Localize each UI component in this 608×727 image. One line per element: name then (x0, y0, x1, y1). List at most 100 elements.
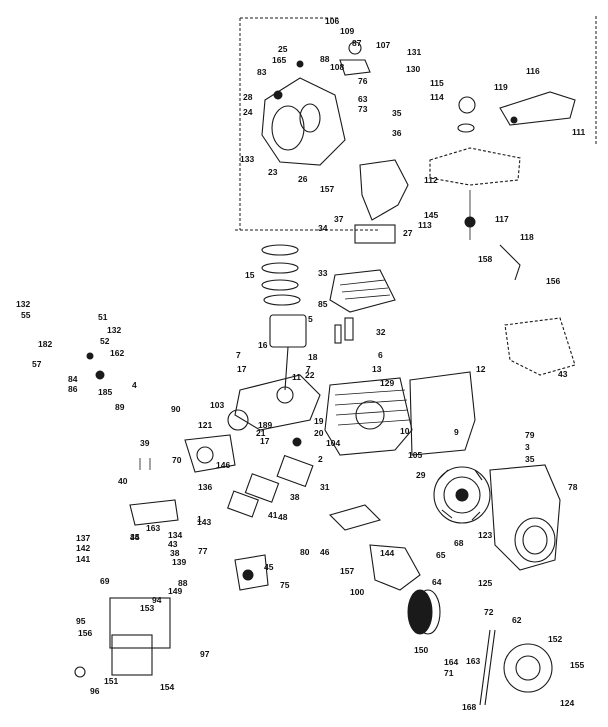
callout-number: 116 (526, 66, 540, 76)
callout-number: 80 (300, 547, 310, 557)
callout-number: 164 (444, 657, 458, 667)
flywheel-group (433, 466, 491, 524)
callout-number: 51 (98, 312, 108, 322)
callout-number: 77 (198, 546, 208, 556)
callout-number: 150 (414, 645, 428, 655)
callout-number: 144 (380, 548, 394, 558)
callout-number: 18 (308, 352, 318, 362)
callout-number: 40 (118, 476, 128, 486)
callout-number: 163 (146, 523, 160, 533)
callout-number: 89 (115, 402, 125, 412)
air-cleaner-group (429, 91, 576, 186)
callout-number: 168 (462, 702, 476, 712)
callout-number: 63 (358, 94, 368, 104)
callout-number: 115 (430, 78, 444, 88)
callout-number: 108 (330, 62, 344, 72)
callout-number: 7 (306, 364, 311, 374)
callout-number: 9 (454, 427, 459, 437)
callout-number: 55 (21, 310, 31, 320)
carburetor-group (86, 352, 236, 526)
callout-number: 11 (292, 372, 301, 382)
callout-number: 156 (78, 628, 92, 638)
callout-number: 12 (476, 364, 486, 374)
callout-number: 103 (210, 400, 224, 410)
callout-number: 145 (424, 210, 438, 220)
callout-number: 151 (104, 676, 118, 686)
callout-number: 112 (424, 175, 438, 185)
callout-number: 111 (572, 127, 586, 137)
callout-number: 125 (478, 578, 492, 588)
callout-number: 84 (68, 374, 78, 384)
blower-housing-group (489, 464, 561, 571)
callout-number: 1 (197, 514, 202, 524)
callout-number: 86 (68, 384, 78, 394)
callout-number: 64 (432, 577, 442, 587)
callout-number: 129 (380, 378, 394, 388)
callout-number: 117 (495, 214, 509, 224)
piston-group (269, 314, 307, 404)
callout-number: 19 (314, 416, 324, 426)
callout-number: 94 (152, 595, 162, 605)
callout-number: 83 (257, 67, 267, 77)
piston-rings-group (261, 244, 301, 306)
callout-number: 137 (76, 533, 90, 543)
callout-number: 130 (406, 64, 420, 74)
callout-number: 90 (171, 404, 181, 414)
callout-number: 149 (168, 586, 182, 596)
callout-number: 134 (168, 530, 182, 540)
callout-number: 100 (350, 587, 364, 597)
callout-number: 141 (76, 554, 90, 564)
callout-number: 34 (318, 223, 328, 233)
callout-number: 26 (298, 174, 308, 184)
callout-number: 156 (546, 276, 560, 286)
starter-group (479, 629, 553, 706)
callout-number: 114 (430, 92, 444, 102)
callout-number: 146 (216, 460, 230, 470)
callout-number: 132 (107, 325, 121, 335)
callout-number: 88 (178, 578, 188, 588)
callout-number: 31 (320, 482, 330, 492)
callout-number: 29 (416, 470, 426, 480)
cylinder-block-group (324, 377, 413, 456)
callout-number: 4 (132, 380, 137, 390)
callout-number: 162 (110, 348, 124, 358)
callout-number: 13 (372, 364, 382, 374)
callout-number: 52 (100, 336, 110, 346)
callout-number: 158 (478, 254, 492, 264)
callout-number: 78 (568, 482, 578, 492)
callout-number: 38 (290, 492, 300, 502)
callout-number: 163 (466, 656, 480, 666)
callout-number: 106 (325, 16, 339, 26)
callout-number: 17 (237, 364, 247, 374)
callout-number: 142 (76, 543, 90, 553)
callout-number: 68 (454, 538, 464, 548)
callout-number: 39 (140, 438, 150, 448)
callout-number: 32 (376, 327, 386, 337)
cylinder-head-group (329, 269, 396, 344)
callout-number: 75 (280, 580, 290, 590)
shroud-group (409, 317, 576, 456)
callout-number: 35 (130, 532, 140, 542)
callout-number: 62 (512, 615, 522, 625)
callout-number: 17 (260, 436, 270, 446)
callout-number: 96 (90, 686, 100, 696)
callout-number: 46 (320, 547, 330, 557)
callout-number: 2 (318, 454, 323, 464)
callout-number: 44 (130, 532, 140, 542)
callout-number: 21 (256, 428, 266, 438)
callout-number: 25 (278, 44, 288, 54)
callout-number: 139 (172, 557, 186, 567)
callout-number: 15 (245, 270, 255, 280)
callout-number: 65 (436, 550, 446, 560)
callout-number: 107 (376, 40, 390, 50)
callout-number: 79 (525, 430, 535, 440)
callout-number: 70 (172, 455, 182, 465)
callout-number: 182 (38, 339, 52, 349)
callout-number: 87 (352, 38, 362, 48)
callout-number: 124 (560, 698, 574, 708)
callout-number: 69 (100, 576, 110, 586)
crankshaft-group (227, 374, 321, 447)
callout-number: 6 (378, 350, 383, 360)
callout-number: 33 (318, 268, 328, 278)
callout-number: 35 (525, 454, 535, 464)
